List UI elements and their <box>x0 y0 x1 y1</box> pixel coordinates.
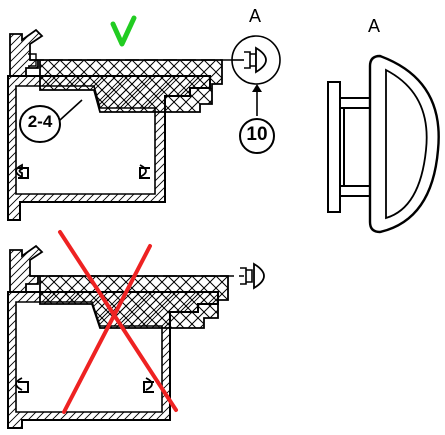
profile-correct <box>7 28 240 221</box>
view-title-label: A <box>368 16 381 36</box>
part-callout-label: 2-4 <box>27 112 53 131</box>
enlarged-end-cap-view <box>327 54 440 234</box>
detail-mark-label: A <box>249 6 262 26</box>
profile-hook-incorrect <box>9 244 44 293</box>
check-mark-icon <box>110 15 137 47</box>
detail-circle-a <box>231 35 281 154</box>
profile-hook-correct <box>9 28 44 77</box>
part-callout-balloon <box>19 105 61 143</box>
cover-strip-correct <box>39 59 223 113</box>
item-number-circle <box>239 118 275 154</box>
item-number-label: 10 <box>246 124 268 145</box>
red-cross-icon <box>58 230 178 414</box>
cover-strip-incorrect <box>39 275 229 329</box>
part-callout-leader <box>59 99 83 121</box>
